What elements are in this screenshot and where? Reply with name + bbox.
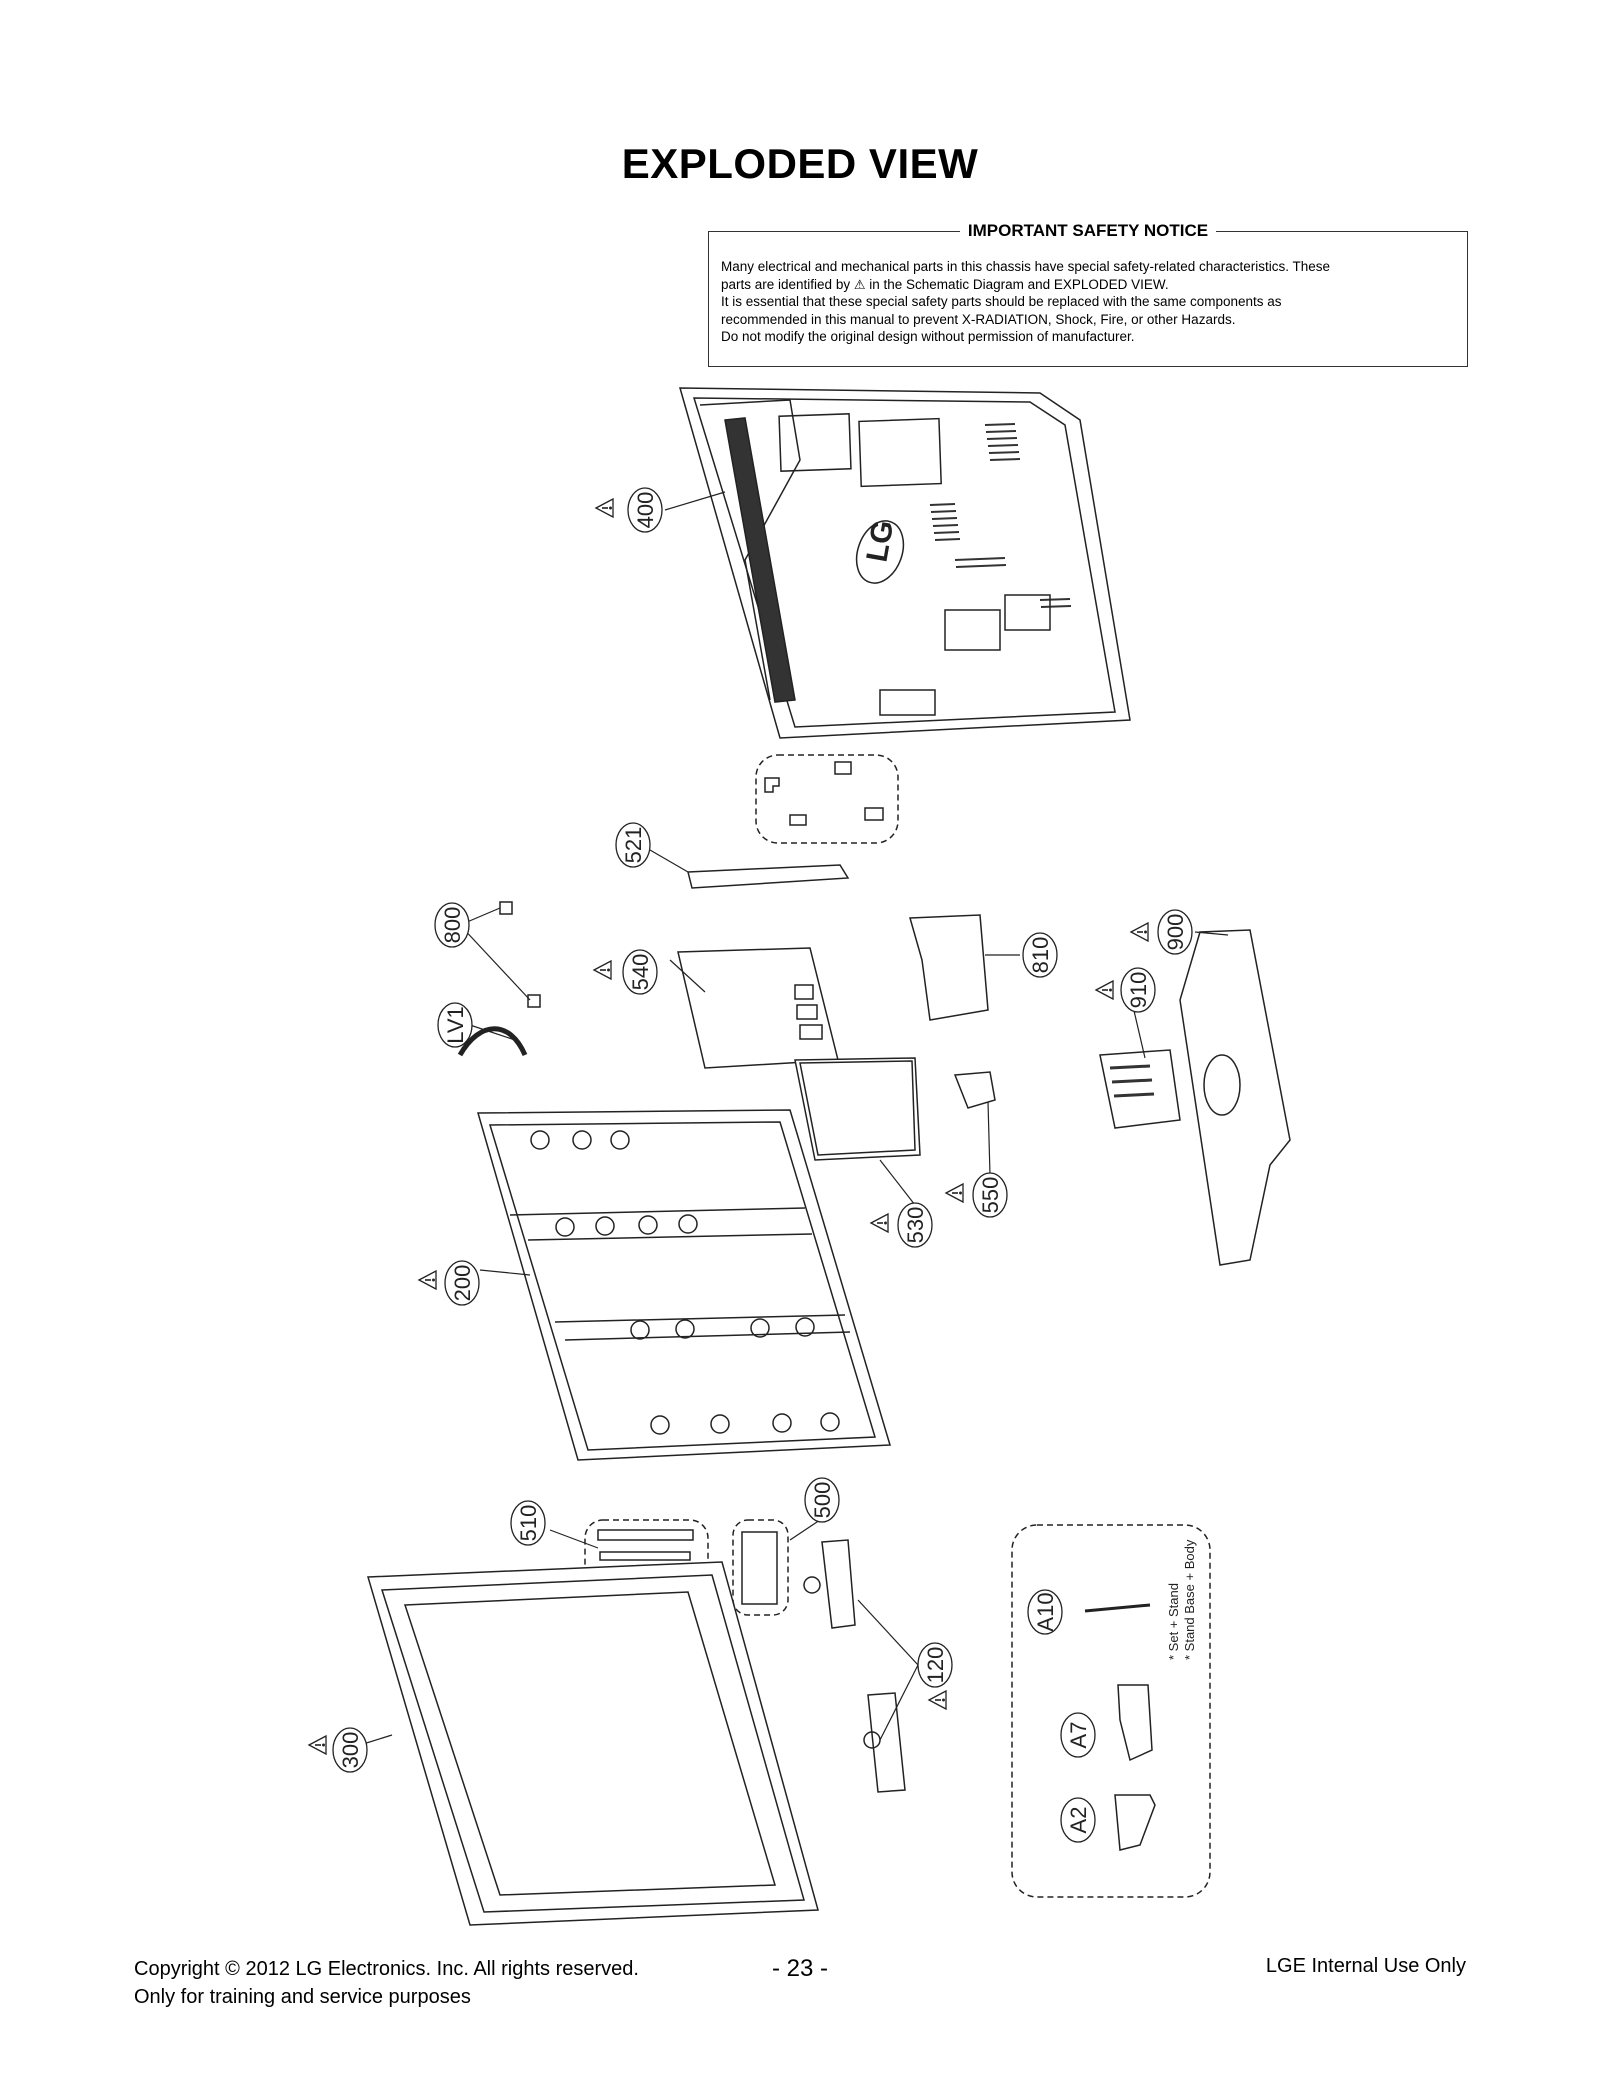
bracket-group <box>755 754 899 844</box>
callout-800: 800 <box>440 907 465 944</box>
callout-510: 510 <box>516 1505 541 1542</box>
stand-900 <box>1179 929 1291 1266</box>
screw-note-line-1: * Set + Stand <box>1166 1583 1181 1660</box>
notice-line-5: Do not modify the original design withou… <box>721 329 1135 344</box>
internal-use-text: LGE Internal Use Only <box>1265 1955 1466 1977</box>
part-521 <box>687 864 850 889</box>
callout-910: 910 <box>1126 972 1151 1009</box>
page-number: - 23 - <box>771 1955 828 1982</box>
callout-lv1: LV1 <box>443 1006 468 1044</box>
notice-line-2b: in the Schematic Diagram and EXPLODED VI… <box>869 276 1169 292</box>
callout-300: 300 <box>338 1732 363 1769</box>
callout-900: 900 <box>1163 914 1188 951</box>
back-cover-400: LG <box>679 387 1131 739</box>
callout-500: 500 <box>810 1482 835 1519</box>
footer-left: Copyright © 2012 LG Electronics. Inc. Al… <box>134 1955 639 2011</box>
callout-810: 810 <box>1028 937 1053 974</box>
lg-logo-text: LG <box>861 518 901 565</box>
screw-note-line-2: * Stand Base + Body <box>1182 1539 1197 1660</box>
page-title: EXPLODED VIEW <box>621 140 979 187</box>
training-text: Only for training and service purposes <box>134 1986 471 2008</box>
cable-lv1 <box>457 1026 528 1057</box>
notice-line-3: It is essential that these special safet… <box>721 294 1282 309</box>
part-530 <box>794 1057 921 1161</box>
part-550 <box>953 1071 996 1109</box>
speaker-120-a <box>821 1539 856 1629</box>
part-810 <box>909 914 989 1021</box>
part-540-board <box>677 947 839 1069</box>
callout-a2: A2 <box>1066 1807 1091 1834</box>
speaker-120-b <box>867 1692 906 1793</box>
notice-line-1: Many electrical and mechanical parts in … <box>721 259 1331 274</box>
notice-body: Many electrical and mechanical parts in … <box>721 258 1455 346</box>
callout-521: 521 <box>621 827 646 864</box>
callout-a7: A7 <box>1066 1722 1091 1749</box>
copyright-text: Copyright © 2012 LG Electronics. Inc. Al… <box>134 1958 639 1980</box>
part-500 <box>732 1519 789 1616</box>
callout-a10: A10 <box>1033 1592 1058 1631</box>
notice-line-4: recommended in this manual to prevent X-… <box>721 311 1236 327</box>
chassis-frame-200 <box>477 1109 891 1461</box>
callout-200: 200 <box>450 1265 475 1302</box>
warning-triangle-icon: ⚠ <box>853 276 866 292</box>
callout-120: 120 <box>923 1647 948 1684</box>
callout-540: 540 <box>628 954 653 991</box>
callout-530: 530 <box>903 1207 928 1244</box>
part-910 <box>1099 1049 1181 1129</box>
part-800 <box>499 901 541 1008</box>
front-cabinet-300 <box>367 1561 819 1926</box>
accessory-box <box>1011 1524 1211 1898</box>
callout-400: 400 <box>633 492 658 529</box>
safety-notice-box: IMPORTANT SAFETY NOTICE Many electrical … <box>708 221 1468 367</box>
notice-title: IMPORTANT SAFETY NOTICE <box>959 221 1217 240</box>
notice-line-2a: parts are identified by <box>721 276 851 292</box>
callout-550: 550 <box>978 1177 1003 1214</box>
